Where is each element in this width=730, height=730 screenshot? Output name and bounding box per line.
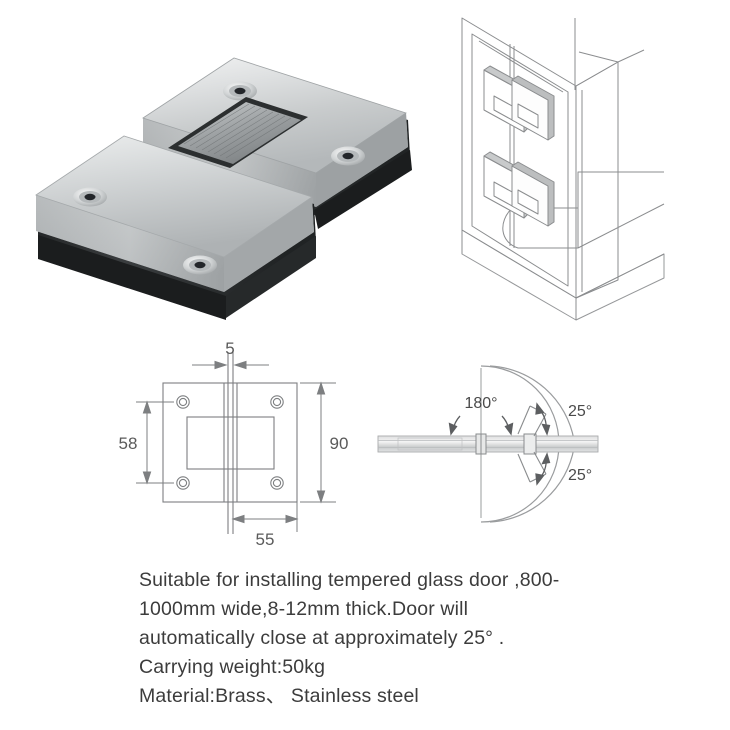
glass-panel-bar (377, 435, 599, 453)
screw-holes (176, 395, 284, 490)
dimension-55 (231, 502, 299, 532)
description-line-4: Carrying weight:50kg (139, 656, 326, 678)
rear-plate-screw-upper (223, 81, 257, 101)
description-line-3: automatically close at approximately 25°… (139, 627, 505, 649)
hinge-lower (483, 151, 555, 227)
angle-label-25-bottom: 25° (568, 467, 592, 484)
angle-25-top (517, 402, 551, 437)
front-plate-screw-left (73, 187, 107, 207)
dimension-label-90: 90 (330, 434, 349, 453)
front-plate-screw-right (183, 255, 217, 275)
hinge-upper (483, 65, 555, 141)
dimension-58 (136, 400, 174, 485)
angle-25-bottom (517, 451, 551, 486)
installation-diagram (432, 8, 724, 321)
hinge-knuckle (168, 97, 308, 168)
dimension-label-55: 55 (256, 530, 275, 549)
angle-label-25-top: 25° (568, 403, 592, 420)
description-line-5: Material:Brass、 Stainless steel (139, 685, 419, 707)
angle-drawing: 180° 25° (377, 365, 648, 523)
dimension-label-5: 5 (225, 339, 234, 358)
product-photo (18, 30, 428, 330)
rear-plate-screw-lower (331, 146, 365, 166)
front-plate (35, 135, 314, 292)
centre-hinge-knuckle (475, 433, 487, 455)
description-line-1: Suitable for installing tempered glass d… (139, 569, 560, 591)
dimension-label-58: 58 (119, 434, 138, 453)
arrow-180 (448, 415, 514, 436)
description-line-2: 1000mm wide,8-12mm thick.Door will (139, 598, 469, 620)
dimension-drawing: 5 58 90 (108, 338, 358, 553)
dimension-5 (192, 360, 269, 370)
product-description: Suitable for installing tempered glass d… (139, 566, 619, 711)
angle-label-180: 180° (464, 395, 497, 412)
right-hinge-block (523, 433, 537, 455)
dimension-90 (300, 381, 336, 504)
